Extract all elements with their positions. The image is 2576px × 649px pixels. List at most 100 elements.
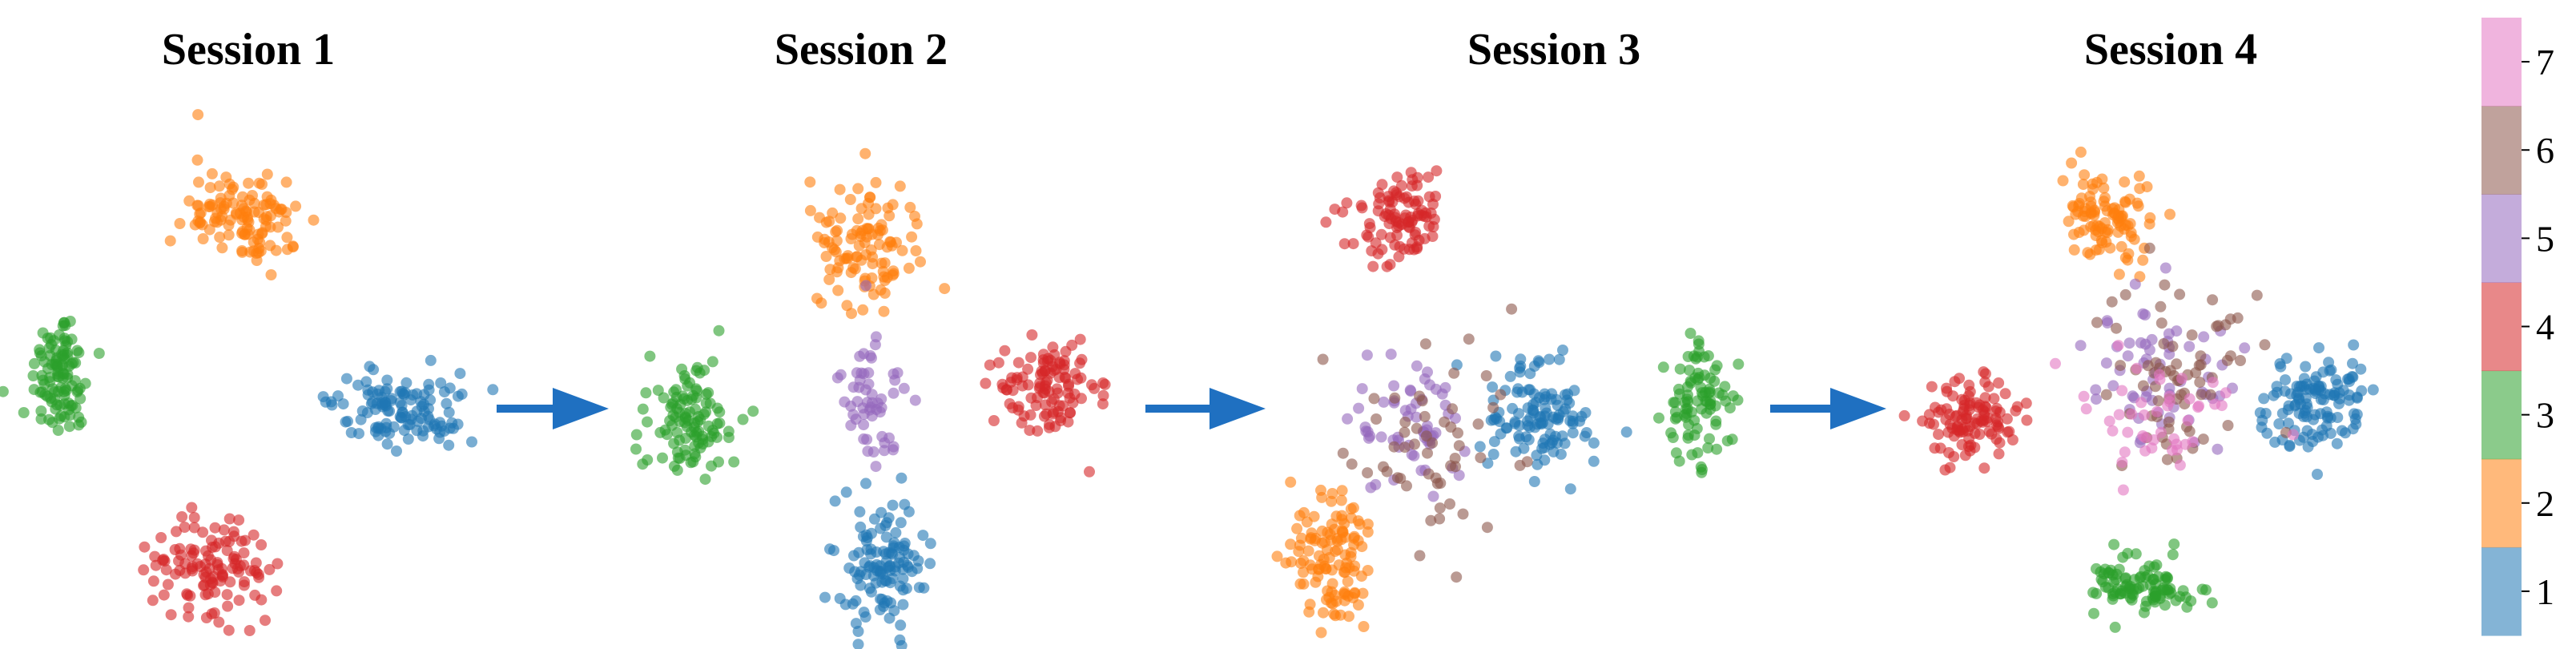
- point-session-2-class-4: [1042, 353, 1054, 365]
- point-session-3-class-5: [1375, 431, 1387, 443]
- point-session-3-class-1: [1564, 397, 1576, 409]
- point-session-4-class-2: [2075, 146, 2087, 158]
- point-session-2-class-1: [863, 582, 875, 595]
- point-session-2-class-5: [888, 444, 899, 456]
- point-session-1-class-4: [222, 600, 234, 612]
- point-session-4-class-5: [2212, 443, 2224, 455]
- point-session-4-class-7: [2080, 403, 2092, 415]
- point-session-1-class-2: [244, 246, 256, 258]
- point-session-2-class-5: [909, 394, 921, 406]
- point-session-4-class-1: [2258, 393, 2270, 405]
- point-session-2-class-3: [666, 398, 678, 410]
- point-session-4-class-2: [2125, 227, 2137, 239]
- point-session-1-class-1: [452, 418, 464, 430]
- point-session-4-class-2: [2063, 216, 2075, 228]
- point-session-1-class-1: [381, 374, 393, 386]
- point-session-2-class-3: [714, 406, 726, 418]
- point-session-4-class-5: [2091, 393, 2102, 405]
- point-session-2-class-4: [988, 415, 1000, 426]
- point-session-1-class-2: [183, 195, 195, 207]
- point-session-4-class-1: [2312, 469, 2323, 480]
- point-session-3-class-3: [1669, 406, 1681, 417]
- point-session-1-class-2: [192, 200, 204, 212]
- arrows-layer: [497, 388, 1886, 429]
- point-session-3-class-5: [1356, 383, 1368, 395]
- point-session-3-class-1: [1549, 430, 1561, 442]
- point-session-3-class-2: [1313, 550, 1325, 562]
- point-session-4-class-6: [2111, 322, 2123, 334]
- point-session-2-class-2: [903, 262, 915, 274]
- point-session-2-class-5: [870, 461, 882, 473]
- point-session-2-class-4: [1038, 410, 1050, 422]
- colorbar-tick-label-5: 5: [2536, 218, 2554, 259]
- point-session-3-class-2: [1286, 556, 1298, 568]
- point-session-3-class-6: [1317, 353, 1329, 365]
- point-session-1-class-1: [400, 377, 413, 389]
- point-session-1-class-3: [58, 389, 70, 401]
- colorbar-tick-label-1: 1: [2536, 571, 2554, 612]
- point-session-4-class-2: [2113, 268, 2125, 280]
- point-session-4-class-4: [1993, 377, 2005, 389]
- point-session-3-class-4: [1423, 171, 1435, 183]
- point-session-1-class-4: [182, 589, 194, 601]
- point-session-3-class-6: [1425, 514, 1437, 526]
- point-session-2-class-1: [829, 495, 841, 507]
- point-session-2-class-2: [875, 257, 888, 269]
- point-session-4-class-3: [2200, 584, 2212, 596]
- point-session-1-class-3: [74, 393, 87, 405]
- point-session-4-class-3: [2088, 607, 2099, 619]
- point-session-4-class-2: [2095, 235, 2107, 247]
- point-session-1-class-2: [223, 229, 235, 241]
- point-session-3-class-6: [1480, 370, 1492, 381]
- point-session-3-class-5: [1411, 360, 1423, 372]
- point-session-3-class-1: [1553, 353, 1565, 365]
- point-session-3-class-2: [1302, 545, 1314, 557]
- point-session-3-class-2: [1335, 494, 1347, 506]
- point-session-1-class-1: [364, 361, 376, 373]
- point-session-3-class-2: [1362, 518, 1374, 530]
- point-session-3-class-2: [1304, 599, 1316, 611]
- point-session-3-class-2: [1315, 627, 1327, 639]
- point-session-3-class-6: [1395, 473, 1407, 485]
- point-session-4-class-4: [2020, 397, 2032, 409]
- point-session-3-class-2: [1322, 585, 1334, 597]
- point-session-2-class-2: [867, 258, 879, 270]
- point-session-2-class-3: [642, 454, 654, 466]
- point-session-4-class-4: [1898, 409, 1910, 421]
- point-session-2-class-2: [849, 263, 861, 275]
- point-session-3-class-6: [1362, 467, 1374, 479]
- point-session-3-class-5: [1427, 490, 1439, 502]
- point-session-4-class-1: [2323, 357, 2335, 369]
- point-session-1-class-2: [215, 214, 227, 226]
- point-session-1-class-3: [75, 416, 87, 428]
- point-session-3-class-1: [1544, 353, 1556, 365]
- panel-title-session-1: Session 1: [161, 25, 336, 75]
- point-session-4-class-3: [2113, 563, 2125, 575]
- point-session-3-class-2: [1298, 554, 1310, 566]
- point-session-4-class-4: [2021, 414, 2033, 426]
- point-session-2-class-4: [1025, 392, 1037, 404]
- point-session-4-class-3: [2109, 621, 2121, 633]
- point-session-4-class-2: [2078, 224, 2090, 236]
- point-session-4-class-3: [2138, 607, 2150, 619]
- point-session-4-class-2: [2141, 181, 2153, 193]
- point-session-1-class-3: [58, 349, 70, 361]
- point-session-3-class-6: [1495, 389, 1507, 401]
- panel-title-session-2: Session 2: [774, 25, 948, 75]
- point-session-4-class-4: [1933, 429, 1944, 441]
- point-session-3-class-6: [1514, 459, 1526, 471]
- point-session-1-class-4: [171, 526, 182, 538]
- point-session-3-class-2: [1324, 528, 1336, 540]
- point-session-4-class-3: [2099, 563, 2111, 575]
- point-session-1-class-1: [337, 398, 349, 410]
- point-session-4-class-6: [2193, 359, 2205, 371]
- point-session-2-class-3: [630, 429, 642, 441]
- point-session-3-class-6: [1411, 422, 1423, 434]
- point-session-4-class-2: [2099, 191, 2111, 204]
- point-session-2-class-1: [924, 538, 936, 550]
- point-session-3-class-5: [1342, 413, 1354, 425]
- colorbar-tick-label-7: 7: [2536, 42, 2554, 83]
- point-session-3-class-4: [1419, 232, 1431, 244]
- point-session-4-class-2: [2098, 182, 2110, 194]
- point-session-1-class-4: [186, 502, 198, 514]
